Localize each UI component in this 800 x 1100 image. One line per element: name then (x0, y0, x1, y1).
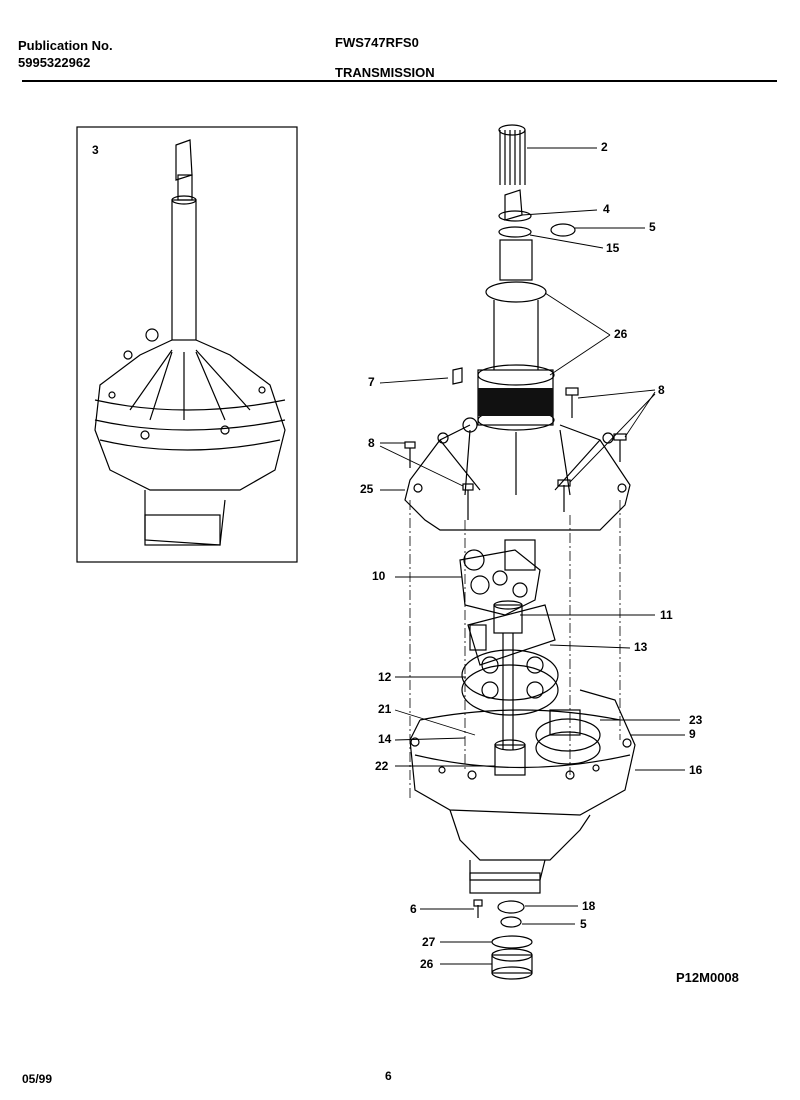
callout-18: 18 (582, 899, 596, 913)
callout-21: 21 (378, 702, 392, 716)
callout-23: 23 (689, 713, 703, 727)
callout-8-right: 8 (658, 383, 665, 397)
section-title: TRANSMISSION (335, 65, 435, 80)
header-rule (22, 80, 777, 82)
callout-12: 12 (378, 670, 392, 684)
callout-8-left: 8 (368, 436, 375, 450)
callout-9: 9 (689, 727, 696, 741)
footer-date: 05/99 (22, 1072, 53, 1086)
publication-number: 5995322962 (18, 55, 91, 70)
callout-25: 25 (360, 482, 374, 496)
callout-22: 22 (375, 759, 389, 773)
callout-16: 16 (689, 763, 703, 777)
callout-6: 6 (410, 902, 417, 916)
inset-callout-3: 3 (92, 143, 99, 157)
alignment-lines (409, 500, 621, 800)
callout-26-top: 26 (614, 327, 628, 341)
callout-5-bottom: 5 (580, 917, 587, 931)
inset-assembly-illustration (94, 139, 286, 546)
callout-2: 2 (601, 140, 608, 154)
callout-26-bottom: 26 (420, 957, 434, 971)
footer-page: 6 (385, 1069, 392, 1083)
model-number: FWS747RFS0 (335, 35, 419, 50)
publication-label: Publication No. (18, 38, 113, 53)
callout-11: 11 (660, 608, 673, 622)
figure-code: P12M0008 (676, 970, 739, 985)
callout-27: 27 (422, 935, 436, 949)
inset-frame (76, 126, 298, 563)
callout-4: 4 (603, 202, 610, 216)
callout-13: 13 (634, 640, 648, 654)
callout-5-top: 5 (649, 220, 656, 234)
leader-lines (379, 147, 685, 965)
main-assembly-illustration (404, 124, 636, 980)
callout-15: 15 (606, 241, 620, 255)
bearing-band (478, 388, 553, 416)
callout-14: 14 (378, 732, 392, 746)
callout-10: 10 (372, 569, 386, 583)
callout-7: 7 (368, 375, 375, 389)
